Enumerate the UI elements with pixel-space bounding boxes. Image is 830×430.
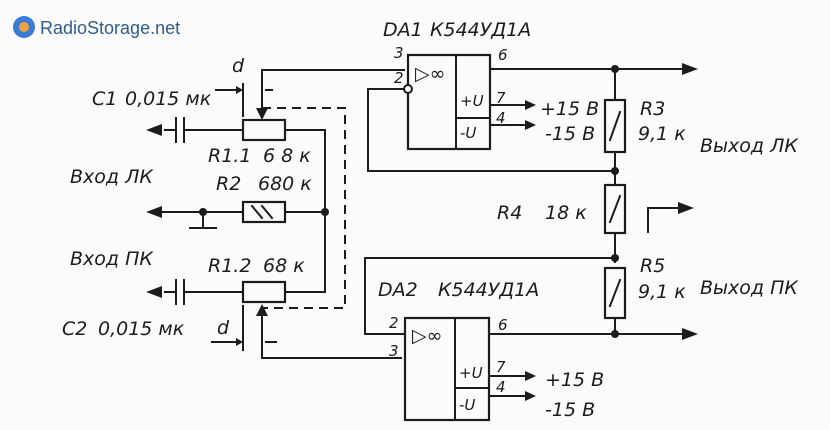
logo-text: RadioStorage.net — [40, 18, 180, 38]
r11-label: R1.1 — [208, 145, 251, 167]
supply2-minus: -15 В — [545, 399, 595, 421]
potentiometer-r1-1 — [241, 118, 287, 142]
r2-label: R2 — [216, 173, 241, 195]
da1-pin7: 7 — [496, 89, 506, 107]
r12-label: R1.2 — [208, 255, 251, 277]
arrow-icon — [146, 206, 162, 218]
c1-label: C1 — [92, 88, 117, 110]
r3-value: 9,1 к — [638, 123, 686, 145]
c2-value: 0,015 мк — [98, 318, 185, 340]
c1-value: 0,015 мк — [125, 88, 212, 110]
arrow-icon — [678, 202, 694, 214]
r3-label: R3 — [640, 98, 665, 120]
da1-type: К544УД1А — [430, 19, 531, 41]
logo: RadioStorage.net — [13, 16, 180, 38]
marker-d-bottom: d — [217, 317, 230, 339]
r4-value: 18 к — [545, 202, 587, 224]
da2-type: К544УД1А — [438, 279, 539, 301]
da2-pin3: 3 — [389, 342, 399, 360]
da2-symbol: ▷∞ — [412, 325, 442, 347]
da1-vplus: +U — [460, 92, 484, 110]
da2-vplus: +U — [459, 364, 483, 382]
da2-vminus: -U — [459, 396, 475, 414]
c2-label: C2 — [62, 318, 87, 340]
arrow-icon — [682, 63, 698, 75]
r5-label: R5 — [640, 255, 665, 277]
opamp-da2: ▷∞ +U -U 2 3 6 7 4 — [389, 314, 508, 422]
arrow-icon — [525, 100, 536, 110]
da1-symbol: ▷∞ — [415, 63, 445, 85]
output-left: Выход ЛК — [700, 135, 799, 157]
input-left: Вход ЛК — [70, 166, 154, 188]
potentiometer-r1-2 — [241, 280, 287, 304]
r11-value: 6 8 к — [263, 145, 311, 167]
da2-pin4: 4 — [496, 378, 506, 396]
da2-pin6: 6 — [498, 316, 508, 334]
r2-value: 680 к — [258, 173, 312, 195]
da1-pin4: 4 — [496, 109, 506, 127]
da1-name: DA1 — [383, 19, 423, 41]
da2-pin7: 7 — [496, 358, 506, 376]
resistor-r2 — [241, 200, 287, 224]
input-right: Вход ПК — [70, 248, 154, 270]
arrow-icon — [682, 328, 698, 340]
r12-value: 68 к — [263, 255, 305, 277]
da2-name: DA2 — [378, 279, 418, 301]
da1-pin6: 6 — [498, 46, 508, 64]
arrow-icon — [525, 391, 536, 401]
arrow-icon — [525, 371, 536, 381]
da1-pin2: 2 — [394, 69, 404, 87]
r5-value: 9,1 к — [638, 281, 686, 303]
da1-pin3: 3 — [394, 44, 404, 62]
r4-label: R4 — [497, 202, 522, 224]
supply1-plus: +15 В — [540, 98, 599, 120]
arrow-icon — [525, 120, 536, 130]
arrow-icon — [146, 286, 162, 298]
supply1-minus: -15 В — [545, 123, 595, 145]
marker-d-top: d — [232, 55, 245, 77]
da2-pin2: 2 — [389, 314, 399, 332]
arrow-icon — [146, 124, 162, 136]
da1-vminus: -U — [460, 124, 476, 142]
opamp-da1: ▷∞ +U -U 3 2 6 7 4 — [394, 44, 508, 151]
supply2-plus: +15 В — [545, 369, 604, 391]
output-right: Выход ПК — [700, 277, 799, 299]
